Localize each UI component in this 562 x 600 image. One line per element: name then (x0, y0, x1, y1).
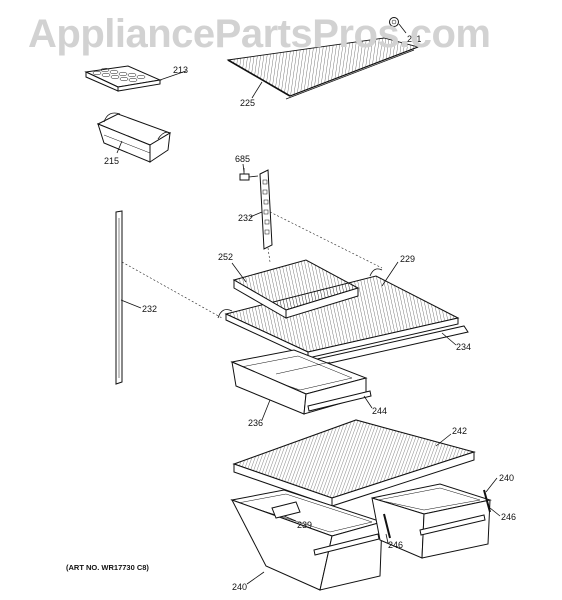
part-215-door-bin (96, 112, 172, 163)
callout-229: 229 (400, 254, 415, 264)
callout-leaders (116, 23, 501, 585)
part-252-pan-cover (232, 259, 360, 319)
callout-213: 213 (173, 65, 188, 75)
part-246-slide-rails (383, 489, 491, 539)
art-number-label: (ART NO. WR17730 C8) (66, 563, 149, 572)
callout-labels: 211 213 225 215 685 232 232 252 229 234 … (104, 34, 516, 592)
callout-225: 225 (240, 98, 255, 108)
callout-232-center: 232 (238, 213, 253, 223)
callout-234: 234 (456, 342, 471, 352)
part-685-clip (239, 168, 259, 181)
callout-215: 215 (104, 156, 119, 166)
callout-244: 244 (372, 406, 387, 416)
part-225-wire-shelf (226, 37, 420, 100)
callout-246-left: 246 (388, 540, 403, 550)
part-232-center-ladder (259, 169, 273, 250)
part-240-left-crisper (230, 489, 384, 591)
callout-240-right: 240 (499, 473, 514, 483)
part-213-egg-tray (84, 65, 162, 92)
callout-252: 252 (218, 252, 233, 262)
part-232-side-ladder (115, 210, 123, 385)
callout-211: 211 (407, 34, 421, 44)
part-211-fastener (389, 17, 399, 27)
callout-232-side: 232 (142, 304, 157, 314)
callout-240-left: 240 (232, 582, 247, 592)
callout-246-right: 246 (501, 512, 516, 522)
part-240-right-crisper (371, 483, 492, 559)
callout-242: 242 (452, 426, 467, 436)
part-244-pan-handle (307, 390, 372, 412)
site-watermark: AppliancePartsPros.com (28, 12, 491, 56)
callout-239: 239 (297, 520, 312, 530)
assembly-lines (121, 211, 383, 319)
callout-236: 236 (248, 418, 263, 428)
part-242-crisper-cover (232, 419, 476, 507)
callout-685: 685 (235, 154, 250, 164)
